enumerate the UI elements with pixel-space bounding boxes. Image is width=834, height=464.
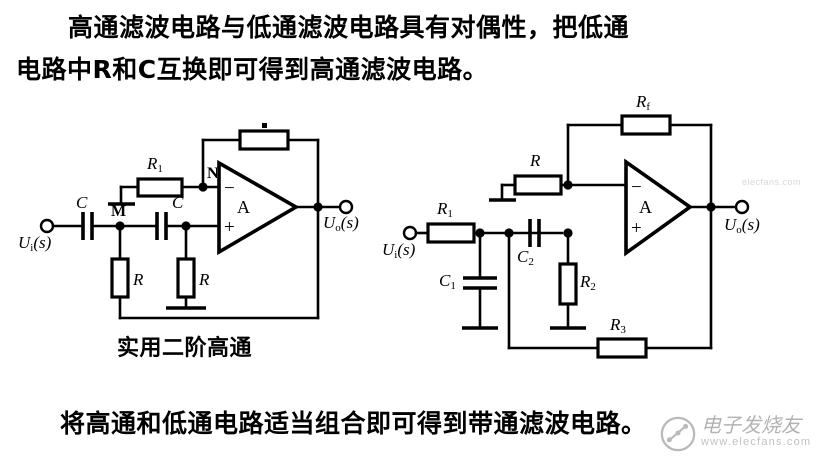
resistor-r-m-label: R <box>133 270 144 289</box>
resistor-r-plus-label: R <box>199 270 210 289</box>
output-terminal-label-left: Uo(s) <box>323 213 359 234</box>
opamp-label-left: A <box>237 197 250 217</box>
circuit-right-graphics <box>402 114 750 359</box>
capacitor-c-right-label: C <box>172 193 184 212</box>
resistor-r-label-right: R <box>530 151 541 170</box>
resistor-r-m-body <box>110 257 130 299</box>
resistor-r1-body-right <box>426 222 476 244</box>
capacitor-c-left-label: C <box>76 193 88 212</box>
capacitor-c1-label: C1 <box>439 271 456 292</box>
resistor-rf-body <box>620 114 672 136</box>
opamp-body-right <box>624 158 694 257</box>
node-m-label: M <box>111 203 127 220</box>
capacitor-c2-label: C2 <box>517 247 534 268</box>
opamp-noninverting-sign-right: + <box>631 218 642 239</box>
resistor-r2-body <box>558 262 578 306</box>
resistor-r-plus-body <box>176 257 196 299</box>
resistor-r-body-right <box>513 174 563 196</box>
heading-line-2: 电路中R和C互换即可得到高通滤波电路。 <box>16 55 489 84</box>
opamp-label-right: A <box>639 197 652 217</box>
input-terminal-label-left: Ui(s) <box>18 233 52 254</box>
feedback-resistor-label-mark-left <box>262 123 267 128</box>
node-n-label: N <box>207 165 219 182</box>
output-terminal-right <box>734 199 750 215</box>
heading-line-1: 高通滤波电路与低通滤波电路具有对偶性，把低通 <box>68 13 630 42</box>
opamp-inverting-sign-right: − <box>631 177 642 198</box>
resistor-rf-label: Rf <box>636 92 651 113</box>
input-terminal-left <box>39 218 55 234</box>
opamp-body-left <box>217 159 300 256</box>
circuit-left-graphics <box>39 123 354 320</box>
input-terminal-right <box>402 225 418 241</box>
output-terminal-label-right: Uo(s) <box>724 215 760 236</box>
opamp-inverting-sign-left: − <box>224 178 235 199</box>
output-terminal-left <box>338 199 354 215</box>
resistor-r1-label-right: R1 <box>437 199 453 220</box>
input-terminal-label-right: Ui(s) <box>382 240 416 261</box>
resistor-r1-label-left: R1 <box>147 154 163 175</box>
circuit-left-caption: 实用二阶高通 <box>117 336 253 361</box>
resistor-r2-label: R2 <box>580 272 596 293</box>
opamp-noninverting-sign-left: + <box>224 217 235 238</box>
resistor-r3-label: R3 <box>610 315 626 336</box>
resistor-feedback-body-left <box>238 129 290 151</box>
resistor-r3-body <box>596 337 648 359</box>
footer-line: 将高通和低通电路适当组合即可得到带通滤波电路。 <box>60 409 647 438</box>
